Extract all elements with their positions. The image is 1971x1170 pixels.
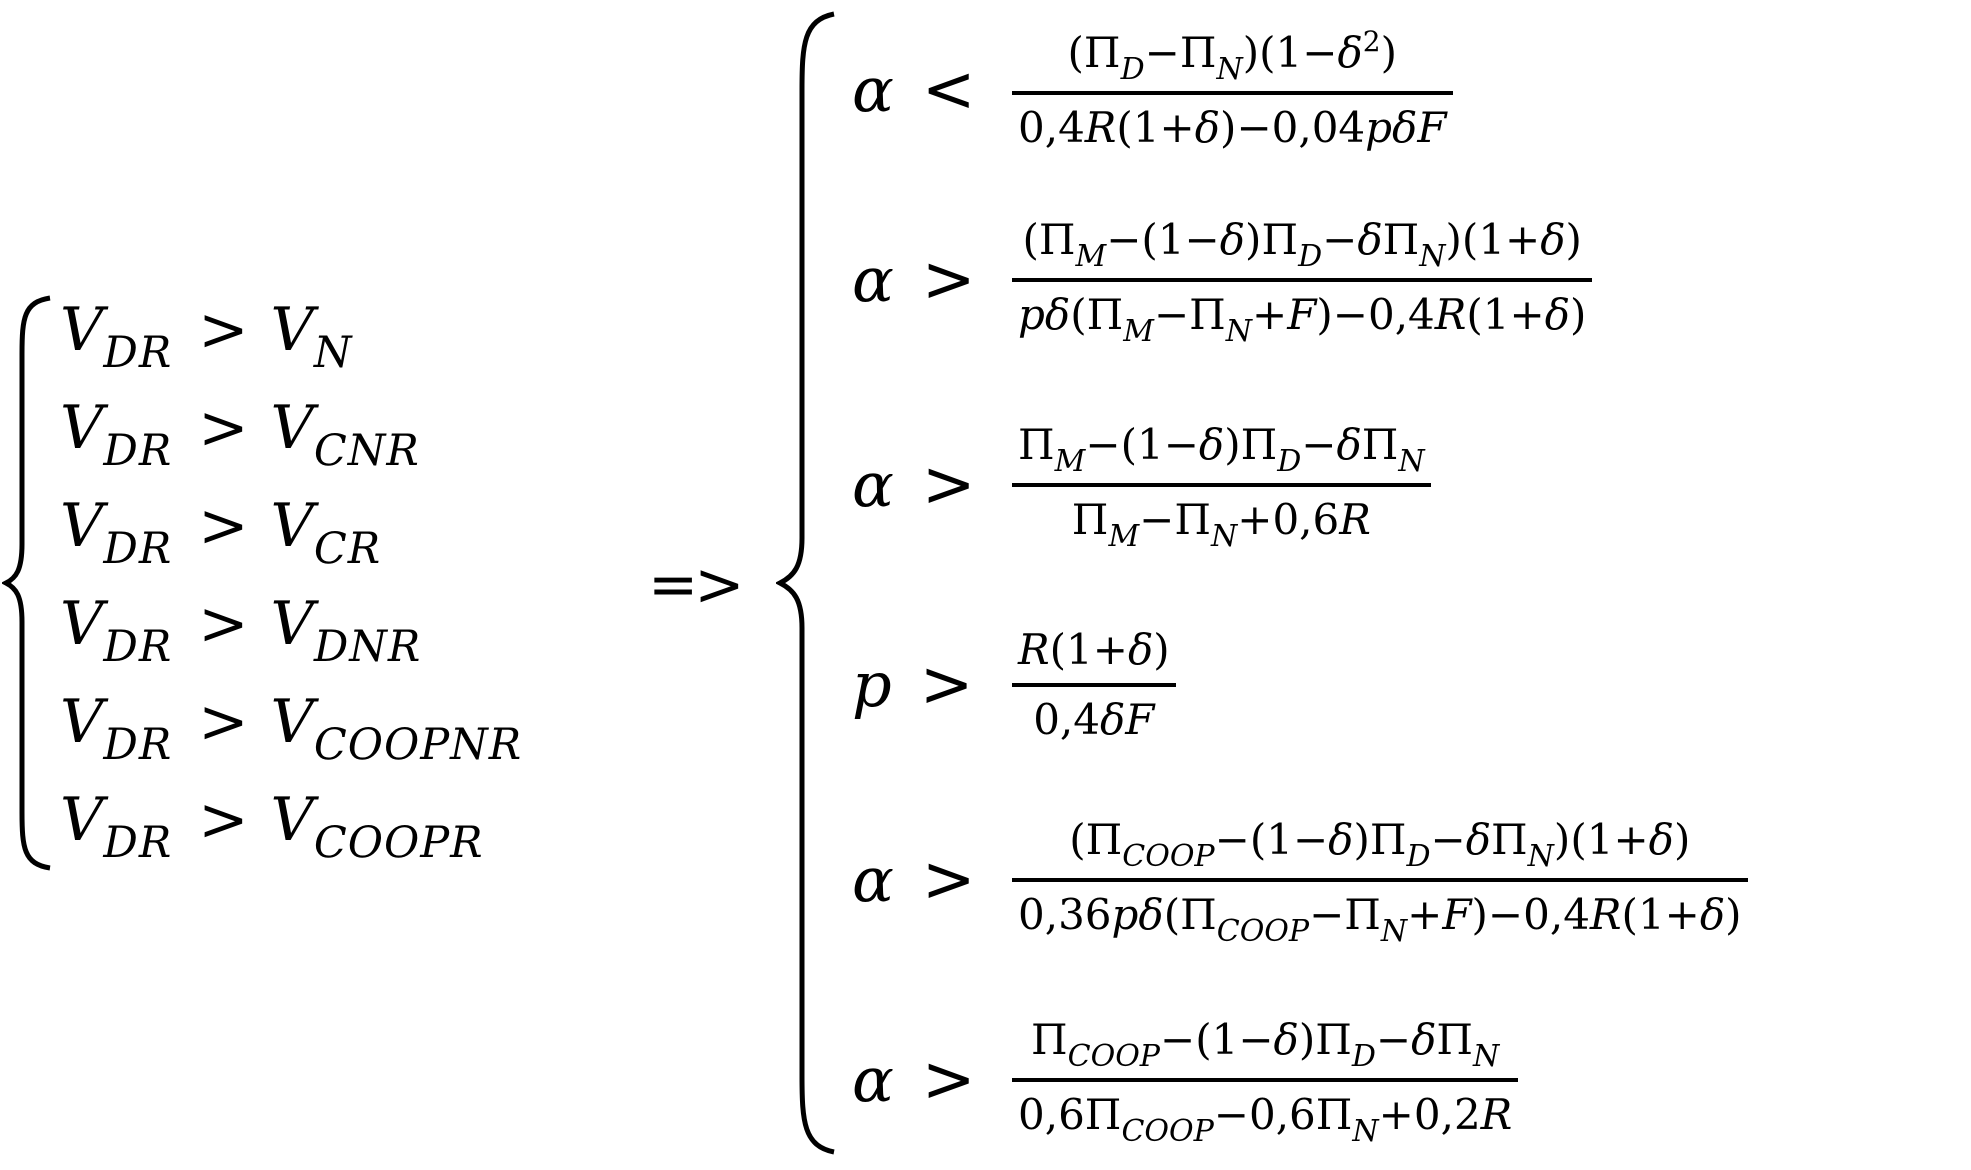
condition-operator: > <box>921 843 976 917</box>
fraction-1: (ΠD−ΠN)(1−δ2) 0,4R(1+δ)−0,04pδF <box>1012 24 1453 153</box>
condition-operator: > <box>921 448 976 522</box>
condition-variable: α <box>852 243 894 316</box>
condition-3: α > ΠM−(1−δ)ΠD−δΠN ΠM−ΠN+0,6R <box>852 395 1431 575</box>
condition-variable: α <box>852 1043 894 1116</box>
denominator: 0,6ΠCOOP−0,6ΠN+0,2R <box>1018 1090 1513 1149</box>
numerator: (ΠCOOP−(1−δ)ΠD−δΠN)(1+δ) <box>1069 815 1691 874</box>
condition-operator: < <box>921 53 976 127</box>
left-row-4: VDR>VDNR <box>60 589 422 672</box>
condition-operator: > <box>921 1043 976 1117</box>
fraction-bar <box>1012 278 1593 282</box>
numerator: ΠM−(1−δ)ΠD−δΠN <box>1018 420 1425 479</box>
condition-6: α > ΠCOOP−(1−δ)ΠD−δΠN 0,6ΠCOOP−0,6ΠN+0,2R <box>852 990 1519 1170</box>
denominator: 0,4δF <box>1033 695 1155 744</box>
fraction-bar <box>1012 483 1431 487</box>
fraction-4: R(1+δ) 0,4δF <box>1012 625 1176 745</box>
numerator: R(1+δ) <box>1018 625 1170 674</box>
condition-operator: > <box>921 243 976 317</box>
left-row-6: VDR>VCOOPR <box>60 785 484 868</box>
fraction-2: (ΠM−(1−δ)ΠD−δΠN)(1+δ) pδ(ΠM−ΠN+F)−0,4R(1… <box>1012 215 1593 349</box>
condition-variable: α <box>852 843 894 916</box>
numerator: (ΠD−ΠN)(1−δ2) <box>1067 24 1397 87</box>
fraction-bar <box>1012 1078 1519 1082</box>
condition-1: α < (ΠD−ΠN)(1−δ2) 0,4R(1+δ)−0,04pδF <box>852 0 1453 180</box>
fraction-bar <box>1012 90 1453 95</box>
fraction-5: (ΠCOOP−(1−δ)ΠD−δΠN)(1+δ) 0,36pδ(ΠCOOP−ΠN… <box>1012 815 1748 949</box>
condition-operator: > <box>919 648 974 722</box>
condition-variable: p <box>852 648 892 721</box>
numerator: ΠCOOP−(1−δ)ΠD−δΠN <box>1031 1015 1500 1074</box>
condition-5: α > (ΠCOOP−(1−δ)ΠD−δΠN)(1+δ) 0,36pδ(ΠCOOP… <box>852 790 1748 970</box>
left-row-2: VDR>VCNR <box>60 393 420 476</box>
condition-2: α > (ΠM−(1−δ)ΠD−δΠN)(1+δ) pδ(ΠM−ΠN+F)−0,4… <box>852 190 1593 370</box>
fraction-bar <box>1012 878 1748 882</box>
numerator: (ΠM−(1−δ)ΠD−δΠN)(1+δ) <box>1022 215 1582 274</box>
condition-variable: α <box>852 448 894 521</box>
denominator: 0,4R(1+δ)−0,04pδF <box>1018 102 1447 152</box>
left-row-5: VDR>VCOOPNR <box>60 687 523 770</box>
fraction-bar <box>1012 683 1176 687</box>
implies-arrow: => <box>648 550 745 620</box>
denominator: 0,36pδ(ΠCOOP−ΠN+F)−0,4R(1+δ) <box>1018 890 1742 949</box>
fraction-6: ΠCOOP−(1−δ)ΠD−δΠN 0,6ΠCOOP−0,6ΠN+0,2R <box>1012 1015 1519 1149</box>
right-system-brace <box>776 11 835 1155</box>
condition-4: p > R(1+δ) 0,4δF <box>852 595 1176 775</box>
condition-variable: α <box>852 53 894 126</box>
left-system-brace <box>2 295 51 871</box>
left-row-1: VDR>VN <box>60 295 353 378</box>
denominator: pδ(ΠM−ΠN+F)−0,4R(1+δ) <box>1018 290 1587 349</box>
left-row-3: VDR>VCR <box>60 491 382 574</box>
fraction-3: ΠM−(1−δ)ΠD−δΠN ΠM−ΠN+0,6R <box>1012 420 1431 554</box>
denominator: ΠM−ΠN+0,6R <box>1071 495 1371 554</box>
